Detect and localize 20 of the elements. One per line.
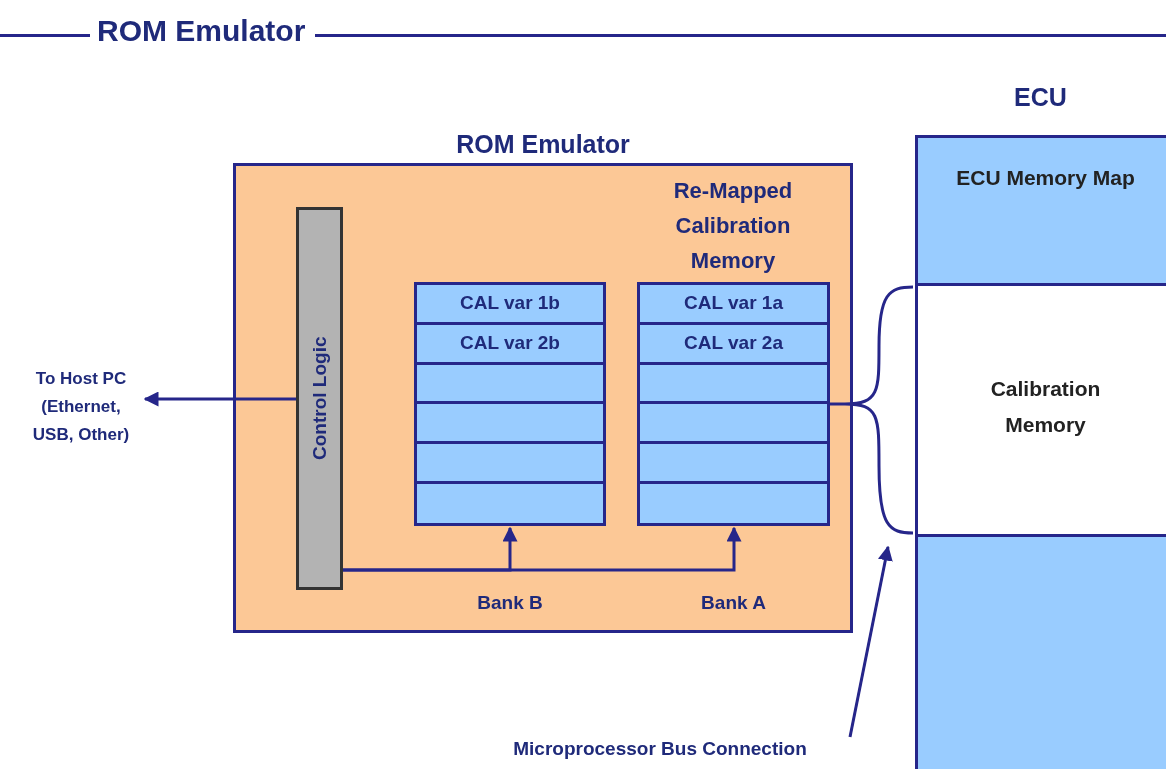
bank-label: Bank B	[476, 592, 544, 614]
memory-entry: CAL var 2b	[459, 331, 561, 354]
control-logic-bar	[296, 207, 343, 590]
section-heading: Re-Mapped Calibration Memory	[672, 177, 794, 275]
box-heading: ROM Emulator	[455, 130, 631, 159]
region-label: Calibration Memory	[989, 376, 1102, 438]
bank-label: Bank A	[700, 592, 767, 614]
memory-entry: CAL var 1b	[459, 292, 561, 314]
calibration-memory-region	[915, 283, 1166, 537]
arrow	[343, 526, 742, 572]
memory-entry: CAL var 1a	[683, 292, 784, 314]
callout-text: To Host PC (Ethernet, USB, Other)	[31, 368, 131, 446]
region-label: ECU Memory Map	[955, 165, 1136, 191]
arrow	[848, 545, 893, 738]
bar-label: Control Logic	[307, 335, 331, 463]
callout-text: Microprocessor Bus Connection	[512, 737, 808, 761]
arrow	[143, 391, 296, 407]
memory-entry: CAL var 2a	[683, 331, 784, 354]
box-heading: ECU	[1013, 83, 1068, 112]
diagram-title: ROM Emulator	[97, 14, 306, 48]
